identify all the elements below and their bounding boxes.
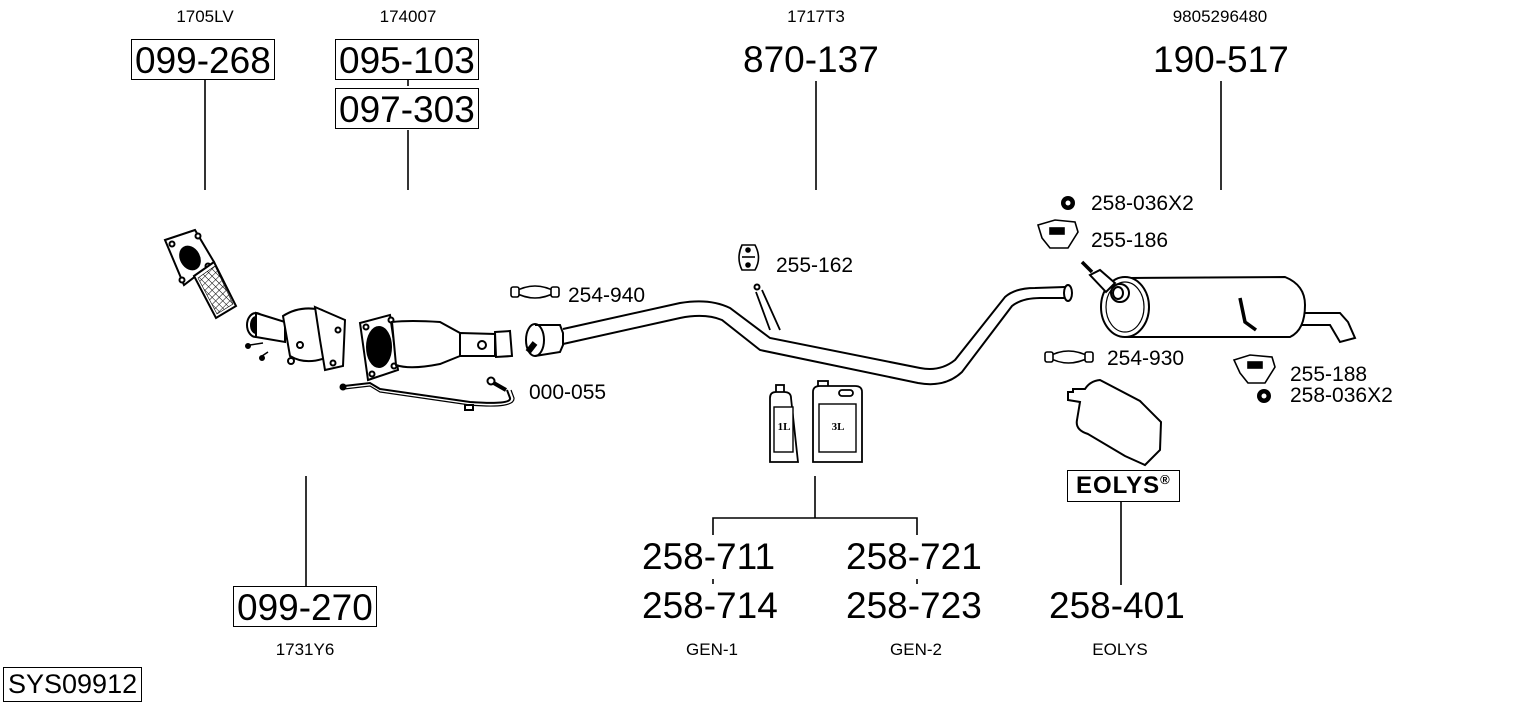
- part-number-gen2-b[interactable]: 258-723: [846, 585, 982, 626]
- nut-hole-rear: [1261, 393, 1267, 399]
- clamp-icon-254-930: [1044, 350, 1094, 364]
- oem-ref-catalyst: 174007: [379, 7, 437, 26]
- accessory-sensor-pipe[interactable]: 000-055: [529, 381, 607, 404]
- part-number-dpf[interactable]: 099-270: [233, 586, 377, 627]
- registered-mark: ®: [1160, 472, 1171, 487]
- canister-3l-icon: [812, 380, 863, 463]
- bottle-3l-label: 3L: [831, 421, 845, 433]
- eolys-brand-text: EOLYS: [1076, 472, 1161, 499]
- sensor-pipe-icon: [339, 376, 515, 411]
- catalyst-icon: [245, 305, 347, 372]
- eolys-brand-label: EOLYS®: [1067, 470, 1180, 502]
- oem-ref-dpf: 1731Y6: [275, 640, 335, 659]
- part-number-eolys[interactable]: 258-401: [1049, 585, 1185, 626]
- oem-ref-front-pipe: 1705LV: [176, 7, 234, 26]
- oem-ref-centre-pipe: 1717T3: [787, 7, 845, 26]
- oem-ref-rear-silencer: 9805296480: [1172, 7, 1268, 26]
- accessory-rubber-mount[interactable]: 255-162: [776, 254, 854, 277]
- accessory-nut-top[interactable]: 258-036X2: [1091, 192, 1194, 215]
- oem-ref-gen1: GEN-1: [686, 640, 738, 659]
- rear-silencer-icon: [1080, 260, 1357, 344]
- accessory-bracket-top[interactable]: 255-186: [1091, 229, 1169, 252]
- oem-ref-eolys: EOLYS: [1092, 640, 1148, 659]
- bracket-icon-255-188: [1232, 354, 1276, 384]
- part-number-centre-pipe[interactable]: 870-137: [743, 39, 879, 80]
- clamp-icon-254-940: [510, 285, 560, 299]
- oem-ref-gen2: GEN-2: [890, 640, 942, 659]
- bottle-1l-label: 1L: [777, 421, 791, 433]
- bottle-1l-icon: [769, 384, 800, 463]
- eolys-tank-icon: [1067, 378, 1163, 467]
- nut-hole-top: [1065, 200, 1071, 206]
- leader-line-additive-branch: [712, 517, 918, 535]
- rubber-mount-icon: [738, 244, 760, 271]
- front-pipe-icon: [163, 228, 238, 320]
- accessory-nut-rear[interactable]: 258-036X2: [1290, 384, 1393, 407]
- accessory-clamp-rear[interactable]: 254-930: [1107, 347, 1185, 370]
- part-number-front-pipe[interactable]: 099-268: [131, 39, 275, 80]
- part-number-gen1-a[interactable]: 258-711: [642, 536, 776, 577]
- part-number-gen2-a[interactable]: 258-721: [846, 536, 982, 577]
- part-number-catalyst-1[interactable]: 095-103: [335, 39, 479, 80]
- accessory-bracket-rear[interactable]: 255-188: [1290, 363, 1368, 386]
- part-number-rear-silencer[interactable]: 190-517: [1153, 39, 1289, 80]
- particulate-filter-icon: [358, 313, 514, 382]
- bracket-icon-255-186: [1036, 219, 1079, 249]
- part-number-gen1-b[interactable]: 258-714: [642, 585, 778, 626]
- system-id: SYS09912: [3, 667, 143, 702]
- part-number-catalyst-2[interactable]: 097-303: [335, 88, 479, 129]
- centre-pipe-icon: [525, 283, 1073, 386]
- accessory-clamp-front[interactable]: 254-940: [568, 284, 646, 307]
